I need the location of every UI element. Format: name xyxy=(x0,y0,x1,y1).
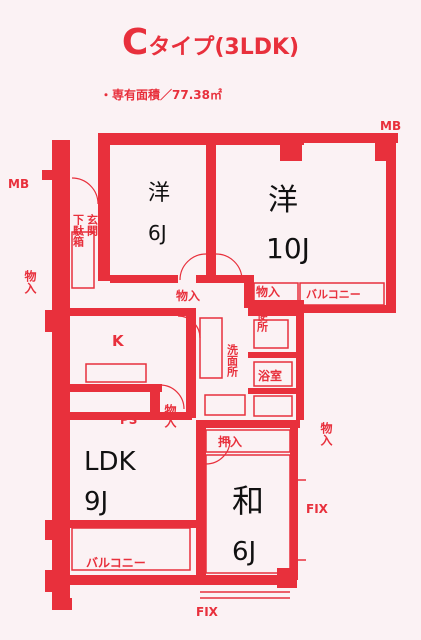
walls xyxy=(42,133,398,610)
room-japanese-name: 和 xyxy=(232,482,264,520)
room-western1-name: 洋 xyxy=(148,181,170,206)
fix-label-bottom: FIX xyxy=(196,605,219,619)
storage-label-2: 物入 xyxy=(256,284,280,299)
kitchen-label: K xyxy=(112,332,125,350)
room-western2-size: 10J xyxy=(266,232,310,265)
room-western2-name: 洋 xyxy=(268,183,298,218)
floor-area: ・専有面積／77.38㎡ xyxy=(100,88,222,102)
balcony-label-bottom: バルコニー xyxy=(86,556,146,570)
toilet-label: 便所 xyxy=(256,309,269,333)
storage-label-1: 物入 xyxy=(176,288,200,303)
shoes-label: 下駄箱 xyxy=(72,214,85,248)
storage-label-japanese: 物入 xyxy=(319,421,333,447)
plan-title: Cタイプ(3LDK) xyxy=(0,22,421,63)
ps-label: PS xyxy=(120,413,137,427)
mb-right-label: MB xyxy=(380,119,401,133)
mb-left-label: MB xyxy=(8,177,29,191)
storage-label-entrance: 物入 xyxy=(23,269,37,295)
room-ldk-size: 9J xyxy=(84,487,108,517)
bathroom-label: 浴室 xyxy=(258,368,282,383)
plan-type-text: タイプ(3LDK) xyxy=(148,35,300,60)
room-japanese-size: 6J xyxy=(232,537,256,567)
room-western1-size: 6J xyxy=(148,221,167,245)
closet-label: 押入 xyxy=(218,434,242,449)
balcony-label-top: バルコニー xyxy=(306,288,361,301)
washroom-label: 洗面所 xyxy=(226,343,239,378)
fix-label-right: FIX xyxy=(306,502,329,516)
entrance-label: 玄関 xyxy=(86,213,99,237)
storage-label-hall: 物入 xyxy=(163,403,177,429)
room-ldk-name: LDK xyxy=(84,447,137,477)
plan-type-letter: C xyxy=(121,22,149,63)
fixtures xyxy=(71,231,385,599)
door-swings xyxy=(71,177,243,465)
